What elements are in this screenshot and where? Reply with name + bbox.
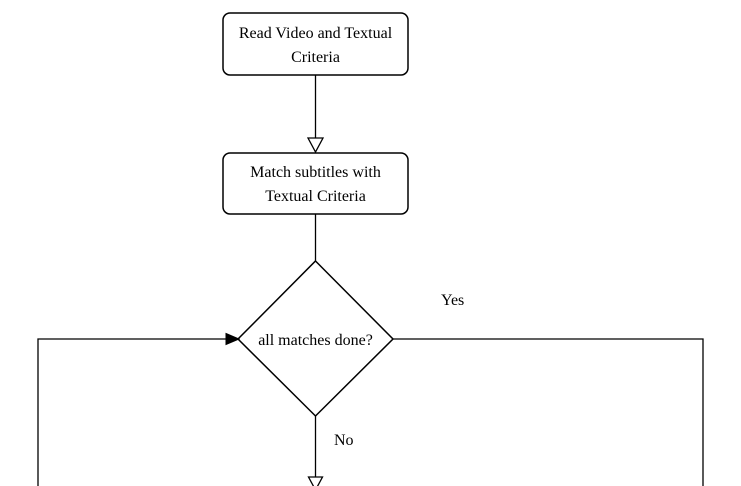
edge-no-branch: No (307, 416, 354, 486)
edge-loop-back-line (37, 338, 226, 486)
match-subtitles-node[interactable]: Match subtitles with Textual Criteria (222, 152, 409, 215)
decision-node[interactable]: all matches done? (236, 259, 395, 418)
edge-loop-back (37, 332, 241, 486)
match-subtitles-label-line1: Match subtitles with (250, 164, 381, 181)
no-label: No (334, 432, 354, 449)
yes-label: Yes (441, 292, 464, 309)
open-arrowhead-icon (307, 476, 324, 486)
read-input-label-line2: Criteria (291, 49, 340, 66)
decision-label: all matches done? (258, 332, 373, 349)
edge-read-to-match (306, 75, 325, 154)
open-arrowhead-icon (306, 137, 325, 154)
read-input-node[interactable]: Read Video and Textual Criteria (222, 12, 409, 76)
edge-yes-branch: Yes (393, 292, 704, 486)
solid-arrowhead-icon (225, 332, 241, 346)
match-subtitles-label-line2: Textual Criteria (265, 188, 366, 205)
edge-yes-line (393, 338, 704, 486)
read-input-label-line1: Read Video and Textual (239, 25, 393, 42)
